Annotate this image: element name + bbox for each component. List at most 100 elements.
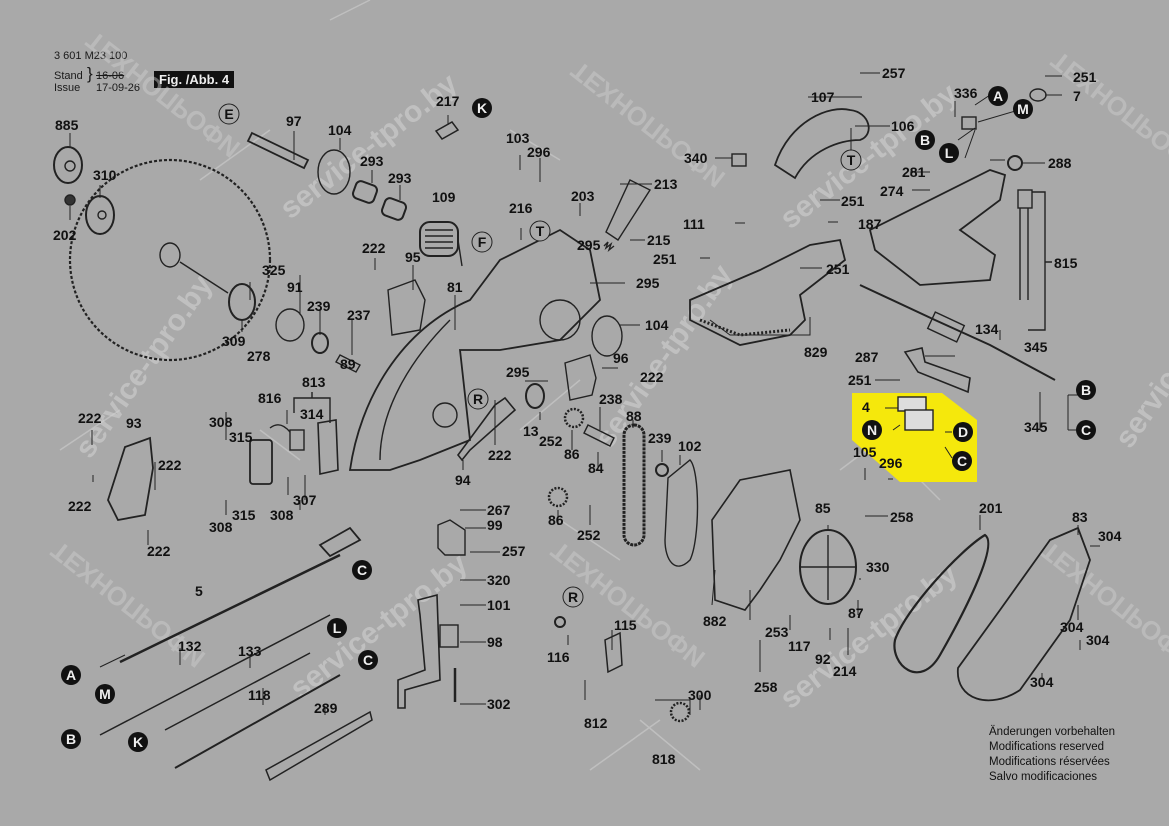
part-number: 13 bbox=[523, 423, 539, 439]
saw-arm-81 bbox=[348, 228, 601, 471]
bracket-813 bbox=[317, 419, 339, 475]
part-number: 102 bbox=[678, 438, 702, 454]
part-number: 213 bbox=[654, 176, 678, 192]
svg-text:L: L bbox=[333, 620, 342, 636]
part-number: 91 bbox=[287, 279, 303, 295]
part-number: 222 bbox=[78, 410, 102, 426]
switch-4-body bbox=[904, 409, 934, 431]
part-number: 330 bbox=[866, 559, 890, 575]
sprocket-86 bbox=[547, 486, 569, 508]
part-number: 81 bbox=[447, 279, 463, 295]
flange-hub bbox=[64, 160, 76, 172]
part-number: 96 bbox=[613, 350, 629, 366]
part-number: 202 bbox=[53, 227, 77, 243]
watermark-text: ТЕХНОПРОФИ bbox=[1035, 535, 1169, 673]
part-number: 320 bbox=[487, 572, 511, 588]
part-number: 4 bbox=[862, 399, 870, 415]
part-number: 92 bbox=[815, 651, 831, 667]
part-number: 238 bbox=[599, 391, 623, 407]
part-number: 293 bbox=[388, 170, 412, 186]
washer-hole bbox=[97, 210, 107, 220]
svg-text:B: B bbox=[1081, 382, 1091, 398]
highlighted-switch-area bbox=[852, 393, 977, 482]
part-number: 201 bbox=[979, 500, 1003, 516]
svg-text:C: C bbox=[363, 652, 373, 668]
part-number: 93 bbox=[126, 415, 142, 431]
svg-text:D: D bbox=[958, 424, 968, 440]
washer-310 bbox=[85, 195, 115, 235]
ref-letter-t: T bbox=[529, 220, 551, 242]
plate-95 bbox=[387, 279, 426, 336]
notice-line-de: Änderungen vorbehalten bbox=[989, 726, 1115, 738]
part-number: 117 bbox=[788, 638, 811, 654]
part-number: 310 bbox=[93, 167, 117, 183]
grip-texture bbox=[699, 318, 791, 337]
part-number: 97 bbox=[286, 113, 302, 129]
chain-88 bbox=[622, 423, 646, 547]
part-number: 84 bbox=[588, 460, 604, 476]
svg-text:C: C bbox=[1081, 422, 1091, 438]
part-number: 86 bbox=[564, 446, 580, 462]
ref-letter-b: B bbox=[61, 729, 81, 749]
part-number: 217 bbox=[436, 93, 460, 109]
watermark-text: ТЕХНОПРОФИ bbox=[80, 25, 245, 163]
svg-text:C: C bbox=[357, 562, 367, 578]
svg-text:M: M bbox=[99, 686, 111, 702]
part-number: 83 bbox=[1072, 509, 1088, 525]
part-number: 288 bbox=[1048, 155, 1072, 171]
part-number: 816 bbox=[258, 390, 282, 406]
part-number: 203 bbox=[571, 188, 595, 204]
part-number: 345 bbox=[1024, 419, 1048, 435]
shaft-89 bbox=[335, 354, 361, 373]
sprocket-818 bbox=[669, 701, 691, 723]
handle-housing bbox=[868, 169, 1007, 286]
bearing-239 bbox=[311, 332, 329, 354]
ref-letter-c: C bbox=[352, 560, 372, 580]
part-number: 222 bbox=[158, 457, 182, 473]
bearing-239b bbox=[655, 463, 669, 477]
part-number: 222 bbox=[640, 369, 664, 385]
part-number: 252 bbox=[539, 433, 563, 449]
part-number: 111 bbox=[683, 216, 705, 232]
part-number: 251 bbox=[841, 193, 865, 209]
plate-812 bbox=[604, 631, 623, 674]
part-815-wires bbox=[1019, 208, 1029, 300]
svg-text:B: B bbox=[920, 132, 930, 148]
plate-96 bbox=[564, 354, 597, 401]
part-815-head bbox=[1017, 189, 1033, 209]
svg-text:F: F bbox=[478, 234, 487, 250]
svg-text:E: E bbox=[224, 106, 233, 122]
part-number: 253 bbox=[765, 624, 789, 640]
part-number: 239 bbox=[307, 298, 331, 314]
part-number: 86 bbox=[548, 512, 564, 528]
cable-connector bbox=[926, 311, 966, 343]
watermark-text: service-tpro.by bbox=[1109, 259, 1169, 454]
ref-letter-n: N bbox=[862, 420, 882, 440]
part-number: 103 bbox=[506, 130, 530, 146]
switch-340 bbox=[731, 153, 747, 167]
svg-text:M: M bbox=[1017, 101, 1029, 117]
part-number: 85 bbox=[815, 500, 831, 516]
part-number: 252 bbox=[577, 527, 601, 543]
part-number: 251 bbox=[1073, 69, 1097, 85]
ref-letter-l: L bbox=[939, 143, 959, 163]
cable-5 bbox=[119, 553, 341, 664]
part-number: 278 bbox=[247, 348, 271, 364]
lever-assembly bbox=[397, 593, 441, 709]
notice-line-en: Modifications reserved bbox=[989, 741, 1105, 753]
part-number: 274 bbox=[880, 183, 904, 199]
gearbox-housing bbox=[711, 469, 801, 611]
part-number: 308 bbox=[209, 414, 233, 430]
clip-287 bbox=[903, 347, 971, 394]
part-number: 239 bbox=[648, 430, 672, 446]
ref-letter-r: R bbox=[467, 388, 489, 410]
part-number: 309 bbox=[222, 333, 246, 349]
ref-letter-f: F bbox=[471, 231, 493, 253]
bearing-293 bbox=[380, 197, 408, 221]
document-number: 3 601 M23 100 bbox=[54, 50, 128, 62]
part-number: 304 bbox=[1030, 674, 1054, 690]
part-number: 116 bbox=[547, 649, 570, 665]
washer-309 bbox=[228, 283, 256, 321]
part-number: 340 bbox=[684, 150, 708, 166]
